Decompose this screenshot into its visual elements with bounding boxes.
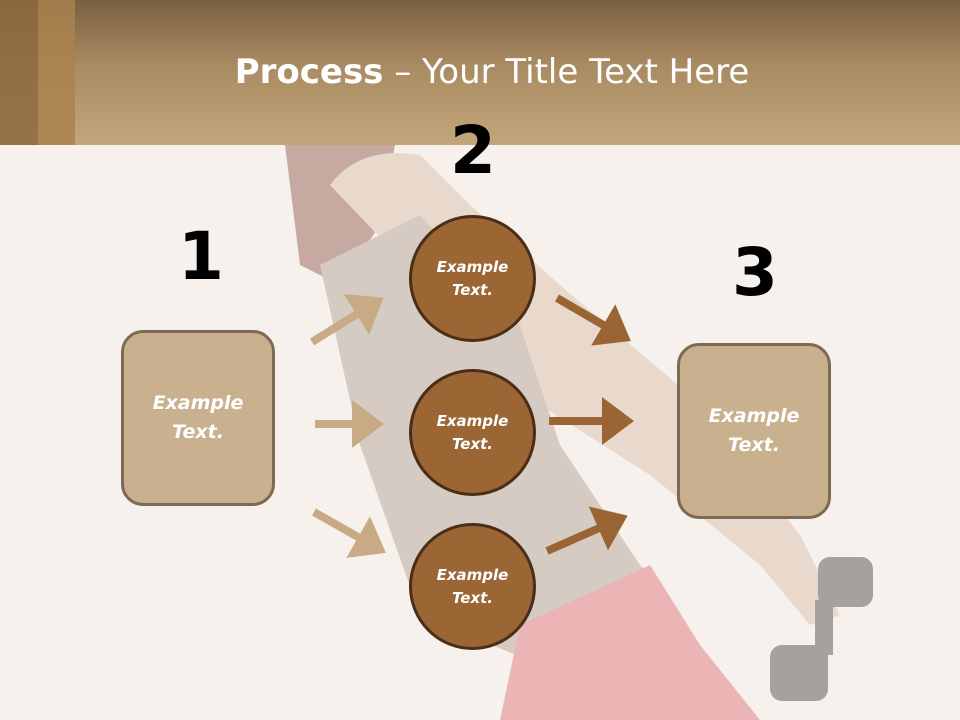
arrow-to-circle-top xyxy=(309,294,384,346)
step-2-circle-top: Example Text. xyxy=(409,215,536,342)
arrow-from-circle-bottom xyxy=(545,506,628,555)
arrow-to-circle-bottom xyxy=(312,508,386,558)
step-3-box: Example Text. xyxy=(677,343,831,519)
step-number-2: 2 xyxy=(450,112,496,189)
step-1-box: Example Text. xyxy=(121,330,275,506)
title-bar xyxy=(0,0,960,145)
slide-title-rest: – Your Title Text Here xyxy=(383,52,750,92)
step-2-circle-middle: Example Text. xyxy=(409,369,536,496)
decorative-stripe xyxy=(38,0,75,145)
step-number-1: 1 xyxy=(178,218,224,295)
slide-title-bold: Process xyxy=(234,52,384,92)
step-number-3: 3 xyxy=(732,234,778,311)
decorative-stripe xyxy=(0,0,38,145)
step-2-circle-bottom: Example Text. xyxy=(409,523,536,650)
arrow-from-circle-top xyxy=(554,294,631,346)
slide-title: Process – Your Title Text Here xyxy=(0,52,960,92)
